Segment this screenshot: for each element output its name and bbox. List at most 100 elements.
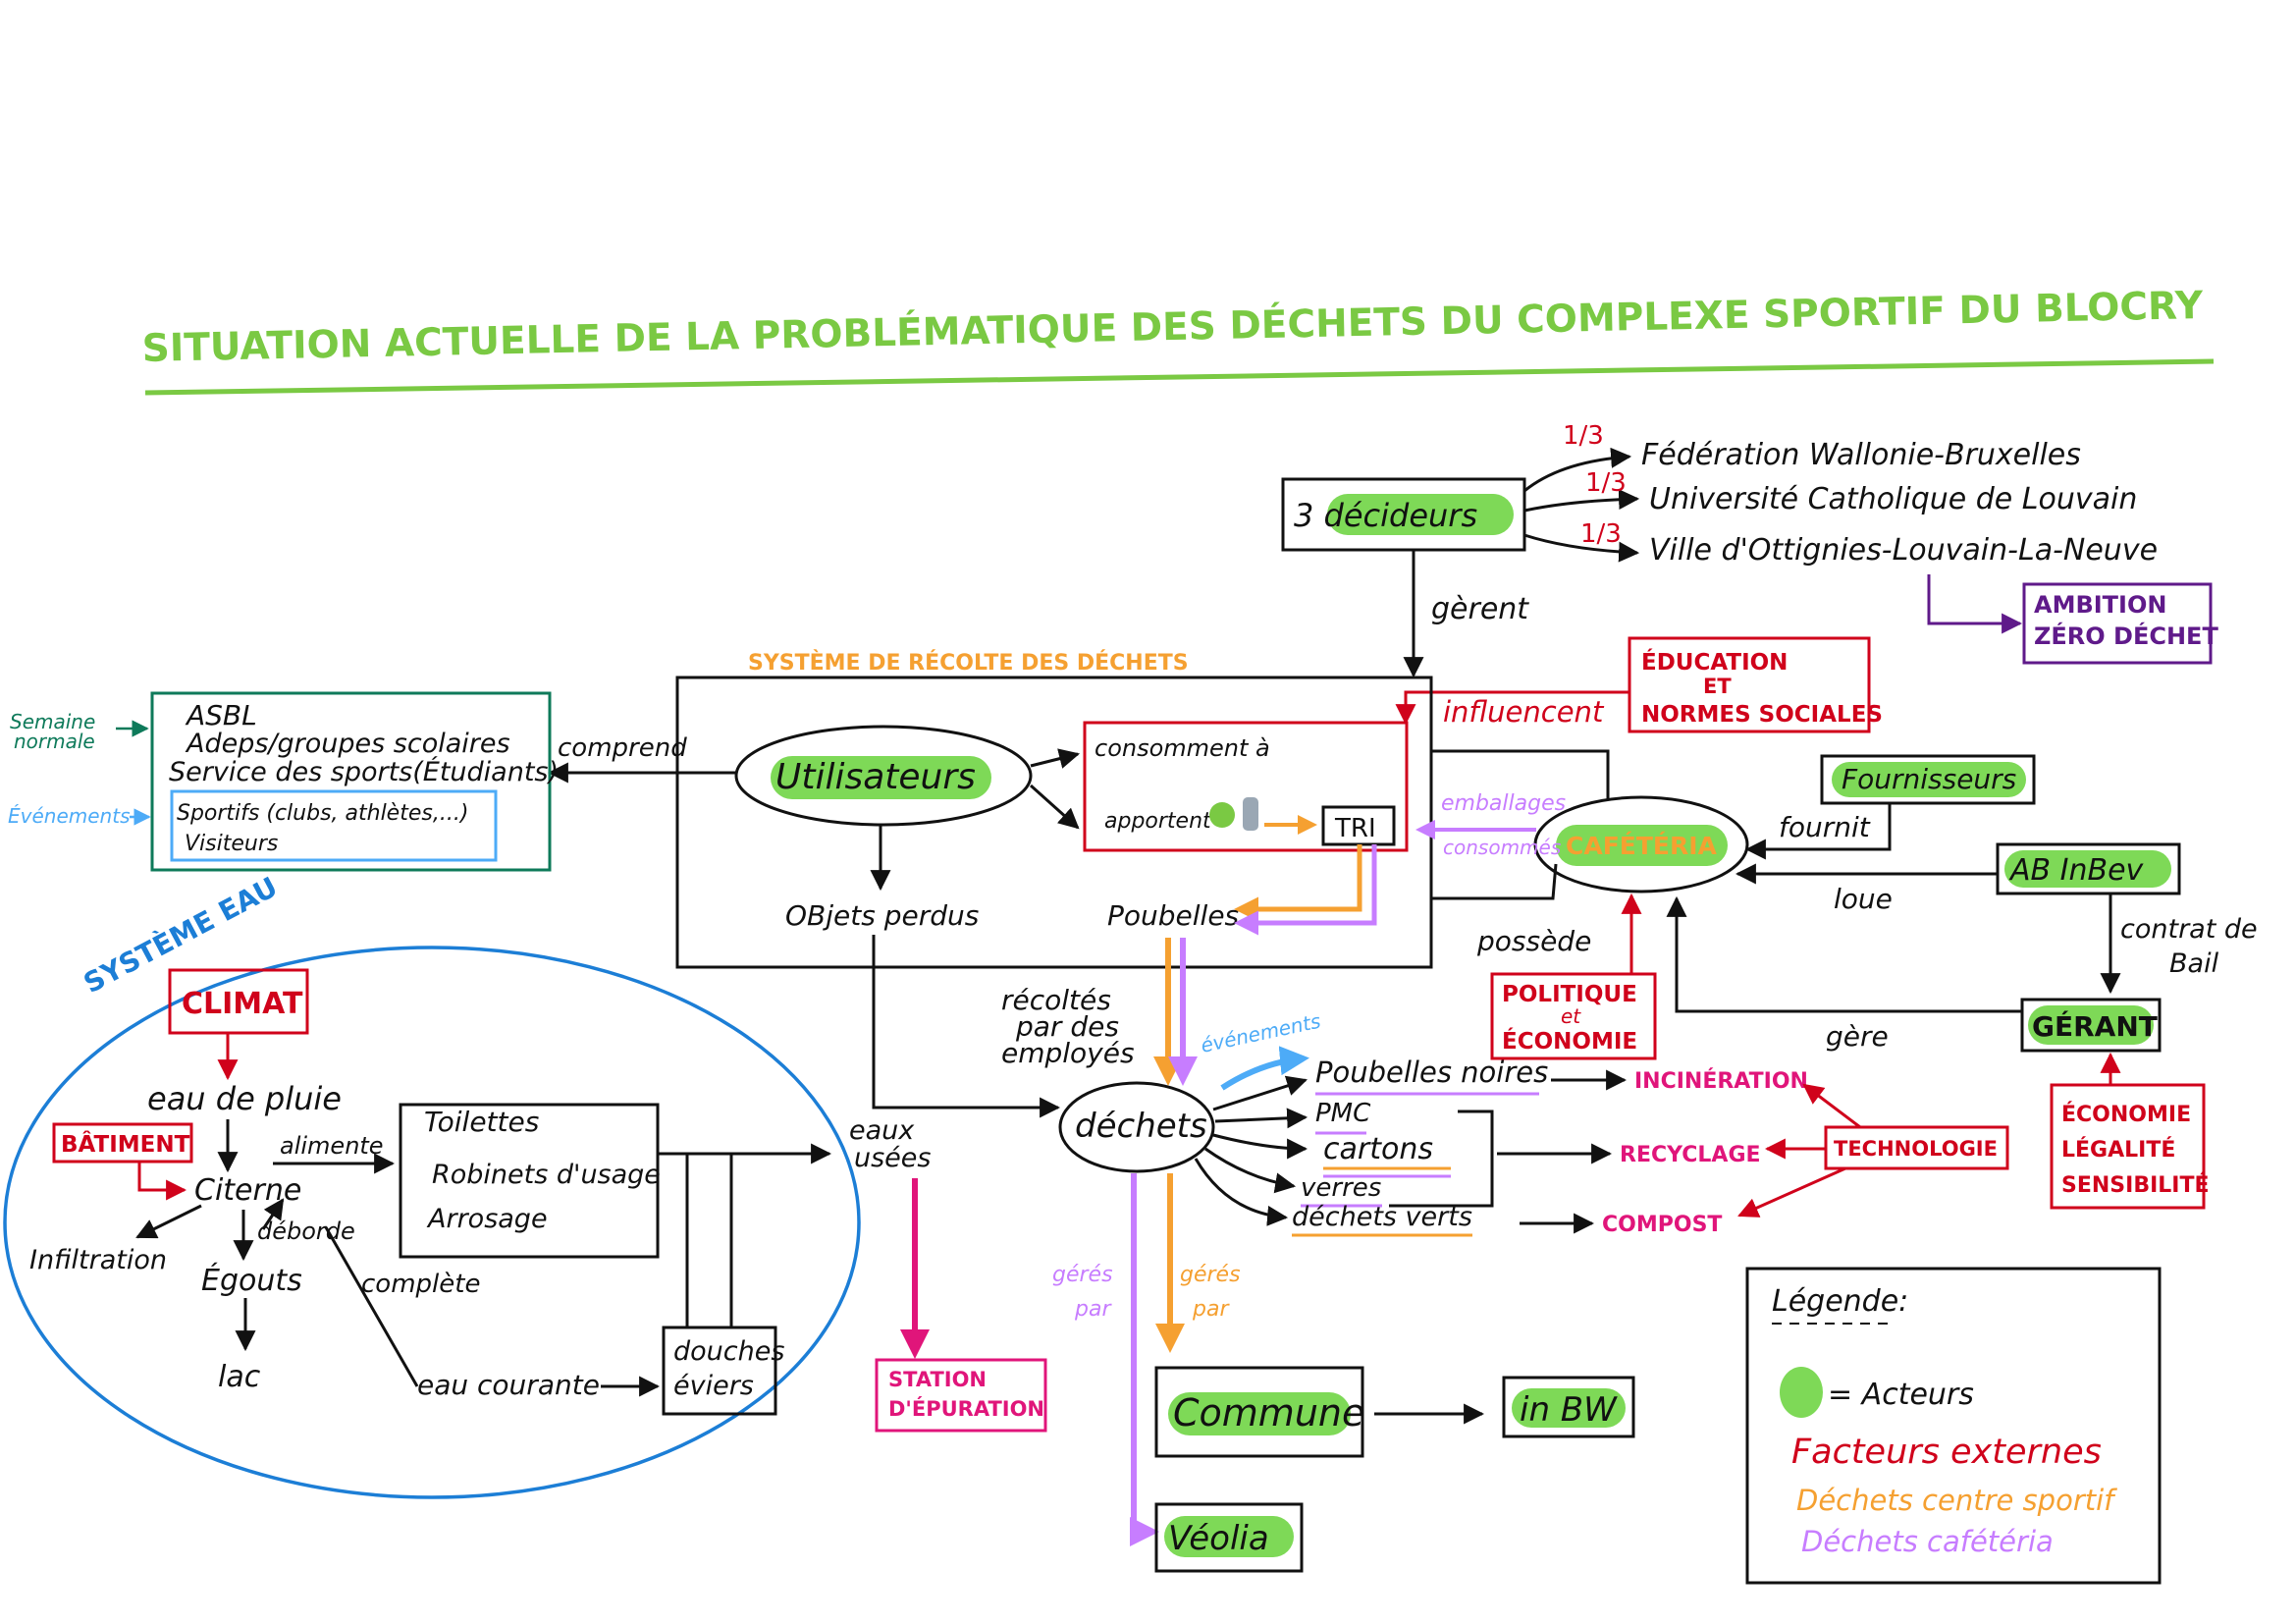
deborde-label: déborde — [257, 1218, 355, 1245]
cafeteria-label: CAFÉTÉRIA — [1566, 832, 1718, 860]
arrow-deborde — [261, 1198, 285, 1230]
share-olln: 1/3 — [1580, 519, 1622, 549]
gere-label: gère — [1826, 1020, 1889, 1053]
compost-label: COMPOST — [1602, 1213, 1722, 1237]
gerant-factor-2: LÉGALITÉ — [2061, 1137, 2175, 1163]
recoltes-label-1: récoltés — [1001, 984, 1111, 1016]
abinbev-box — [1996, 842, 2181, 895]
batiment-box — [52, 1122, 193, 1164]
geres-par-purple-2: par — [1074, 1297, 1112, 1322]
dechets-label: déchets — [1075, 1107, 1207, 1146]
commune-label: Commune — [1173, 1391, 1364, 1435]
legend-external: Facteurs externes — [1791, 1433, 2102, 1472]
recyclage-label: RECYCLAGE — [1620, 1143, 1761, 1167]
eviers-label: éviers — [673, 1371, 754, 1401]
arrow-tech-incineration — [1802, 1083, 1861, 1129]
dechet-item-verres: verres — [1301, 1173, 1381, 1203]
dechet-item-cartons: cartons — [1323, 1132, 1433, 1166]
consomment-label: consomment à — [1095, 734, 1270, 762]
decideurs-box — [1281, 477, 1526, 552]
station-line-1: STATION — [888, 1368, 987, 1391]
arrow-citerne-infiltration — [135, 1204, 202, 1239]
technologie-label: TECHNOLOGIE — [1834, 1137, 1998, 1161]
dechet-item-pmc: PMC — [1315, 1099, 1371, 1128]
arrow-dechets-cartons — [1212, 1133, 1308, 1160]
apportent-label: apportent — [1104, 809, 1212, 834]
fournisseurs-label: Fournisseurs — [1842, 763, 2016, 795]
abinbev-actor-highlight — [2004, 850, 2171, 888]
semaine-label-1: Semaine — [10, 710, 95, 733]
politique-line-2: et — [1561, 1004, 1581, 1028]
politique-box — [1490, 972, 1657, 1060]
education-line-2: ET — [1703, 675, 1732, 698]
line-possede — [1431, 863, 1558, 900]
arrow-influencent — [1395, 690, 1629, 726]
douches-label: douches — [673, 1336, 784, 1367]
utilisateurs-actor-highlight — [771, 756, 991, 799]
legend-box — [1745, 1267, 2162, 1585]
decideurs-actor-highlight — [1327, 494, 1514, 535]
climat-label: CLIMAT — [182, 987, 303, 1021]
arrow-gere — [1666, 895, 2022, 1013]
possede-label: possède — [1476, 925, 1591, 957]
arrow-dechets-veolia — [1130, 1173, 1159, 1546]
contrat-label-2: Bail — [2169, 948, 2219, 979]
eau-system-ellipse — [3, 946, 861, 1499]
fournisseurs-box — [1820, 754, 2036, 805]
geres-par-purple-1: gérés — [1052, 1263, 1113, 1287]
usage-robinets: Robinets d'usage — [432, 1160, 661, 1190]
users-sub-line-1: Sportifs (clubs, athlètes,...) — [177, 801, 468, 826]
gerant-factor-3: SENSIBILITÉ — [2061, 1172, 2210, 1198]
arrow-dechets-verres — [1204, 1147, 1297, 1194]
veolia-label: Véolia — [1168, 1519, 1269, 1558]
incineration-label: INCINÉRATION — [1634, 1068, 1808, 1094]
legend-actor-swatch — [1780, 1367, 1823, 1418]
gerent-label: gèrent — [1431, 592, 1529, 626]
arrow-batiment-citerne — [137, 1162, 187, 1201]
eau-courante-label: eau courante — [417, 1369, 600, 1401]
arrow-tech-compost — [1737, 1166, 1846, 1218]
inbw-label: in BW — [1520, 1390, 1618, 1430]
users-line-1: ASBL — [185, 699, 257, 731]
arrow-dechets-verts — [1194, 1158, 1289, 1226]
users-box — [150, 691, 552, 872]
eau-de-pluie-label: eau de pluie — [147, 1080, 342, 1117]
arrow-decideurs-olln — [1523, 533, 1640, 563]
gerant-actor-highlight — [2028, 1005, 2154, 1045]
station-box — [875, 1358, 1047, 1433]
objets-perdus-label: OBjets perdus — [785, 899, 979, 932]
member-ucl: Université Catholique de Louvain — [1649, 482, 2137, 516]
fournit-label: fournit — [1779, 811, 1871, 843]
semaine-label-2: normale — [14, 730, 95, 753]
douches-box — [662, 1326, 777, 1416]
tri-label: TRI — [1334, 814, 1376, 843]
member-fwb: Fédération Wallonie-Bruxelles — [1641, 438, 2081, 472]
eau-system-title: SYSTÈME EAU — [78, 870, 283, 1000]
loue-label: loue — [1834, 883, 1893, 915]
apple-icon — [1209, 802, 1235, 828]
cafeteria-actor-highlight — [1556, 825, 1728, 866]
bottle-icon — [1243, 797, 1258, 831]
abinbev-label: AB InBev — [2008, 853, 2145, 888]
dechets-node — [1058, 1081, 1215, 1173]
contrat-label-1: contrat de — [2120, 914, 2258, 945]
lac-label: lac — [218, 1360, 261, 1394]
line-complete — [324, 1226, 419, 1387]
emballages-label-2: consommés — [1443, 836, 1561, 859]
arrow-dechets-pmc — [1214, 1108, 1308, 1129]
politique-line-1: POLITIQUE — [1502, 982, 1637, 1007]
geres-par-orange-2: par — [1192, 1297, 1230, 1322]
recolte-system-title: SYSTÈME DE RÉCOLTE DES DÉCHETS — [748, 650, 1189, 676]
recoltes-label-2: par des — [1015, 1010, 1119, 1043]
geres-par-orange-1: gérés — [1180, 1263, 1241, 1287]
utilisateurs-node — [734, 725, 1033, 827]
education-line-1: ÉDUCATION — [1641, 648, 1788, 676]
veolia-box — [1154, 1502, 1304, 1573]
eaux-usees-label-1: eaux — [849, 1115, 915, 1146]
member-olln: Ville d'Ottignies-Louvain-La-Neuve — [1649, 533, 2158, 568]
share-fwb: 1/3 — [1563, 421, 1604, 451]
arrow-tri-poubelles-purple — [1234, 844, 1377, 936]
complete-label: complète — [361, 1270, 480, 1299]
dechet-item-noires: Poubelles noires — [1315, 1056, 1548, 1089]
